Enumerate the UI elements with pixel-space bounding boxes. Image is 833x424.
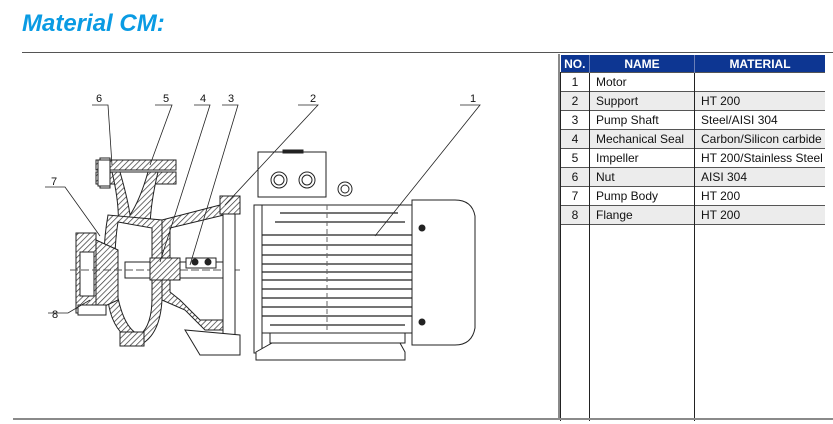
pump-body <box>70 157 241 356</box>
callout-7: 7 <box>51 176 57 188</box>
row-name: Pump Body <box>589 186 695 206</box>
row-no: 2 <box>560 91 590 111</box>
row-name: Flange <box>589 205 695 225</box>
table-header: NO. NAME MATERIAL <box>560 55 825 73</box>
row-no: 3 <box>560 110 590 130</box>
table-row: 7 Pump Body HT 200 <box>560 186 825 206</box>
table-row: 1 Motor <box>560 72 825 92</box>
row-name: Nut <box>589 167 695 187</box>
callout-6: 6 <box>96 93 102 105</box>
callout-1: 1 <box>470 93 476 105</box>
callout-4: 4 <box>200 93 206 105</box>
row-name: Motor <box>589 72 695 92</box>
header-no: NO. <box>560 55 590 73</box>
table-row: 5 Impeller HT 200/Stainless Steel <box>560 148 825 168</box>
header-name: NAME <box>589 55 695 73</box>
header-material: MATERIAL <box>694 55 825 73</box>
bottom-divider <box>13 418 833 420</box>
row-material: Carbon/Silicon carbide <box>694 129 825 149</box>
page-title: Material CM: <box>22 10 165 37</box>
row-material: AISI 304 <box>694 167 825 187</box>
top-divider <box>22 52 833 53</box>
parts-table: NO. NAME MATERIAL 1 Motor 2 Support HT 2… <box>560 55 825 421</box>
row-name: Support <box>589 91 695 111</box>
row-material: HT 200 <box>694 91 825 111</box>
table-row: 2 Support HT 200 <box>560 91 825 111</box>
row-no: 6 <box>560 167 590 187</box>
callout-leaders <box>45 104 481 314</box>
row-material: Steel/AISI 304 <box>694 110 825 130</box>
row-material: HT 200 <box>694 205 825 225</box>
table-empty-row <box>560 224 825 421</box>
pump-drawing: 1 2 3 4 5 6 7 8 <box>0 60 555 418</box>
row-material: HT 200 <box>694 186 825 206</box>
table-row: 6 Nut AISI 304 <box>560 167 825 187</box>
row-material <box>694 72 825 92</box>
motor <box>253 149 476 361</box>
callout-2: 2 <box>310 93 316 105</box>
callout-8: 8 <box>52 309 58 321</box>
row-no: 8 <box>560 205 590 225</box>
row-name: Pump Shaft <box>589 110 695 130</box>
parts-table-wrap: NO. NAME MATERIAL 1 Motor 2 Support HT 2… <box>558 54 833 421</box>
row-no: 4 <box>560 129 590 149</box>
table-row: 3 Pump Shaft Steel/AISI 304 <box>560 110 825 130</box>
row-no: 7 <box>560 186 590 206</box>
row-no: 5 <box>560 148 590 168</box>
table-left-border <box>558 54 560 418</box>
row-name: Impeller <box>589 148 695 168</box>
row-name: Mechanical Seal <box>589 129 695 149</box>
callout-5: 5 <box>163 93 169 105</box>
callout-3: 3 <box>228 93 234 105</box>
table-row: 4 Mechanical Seal Carbon/Silicon carbide <box>560 129 825 149</box>
table-row: 8 Flange HT 200 <box>560 205 825 225</box>
row-no: 1 <box>560 72 590 92</box>
row-material: HT 200/Stainless Steel <box>694 148 825 168</box>
